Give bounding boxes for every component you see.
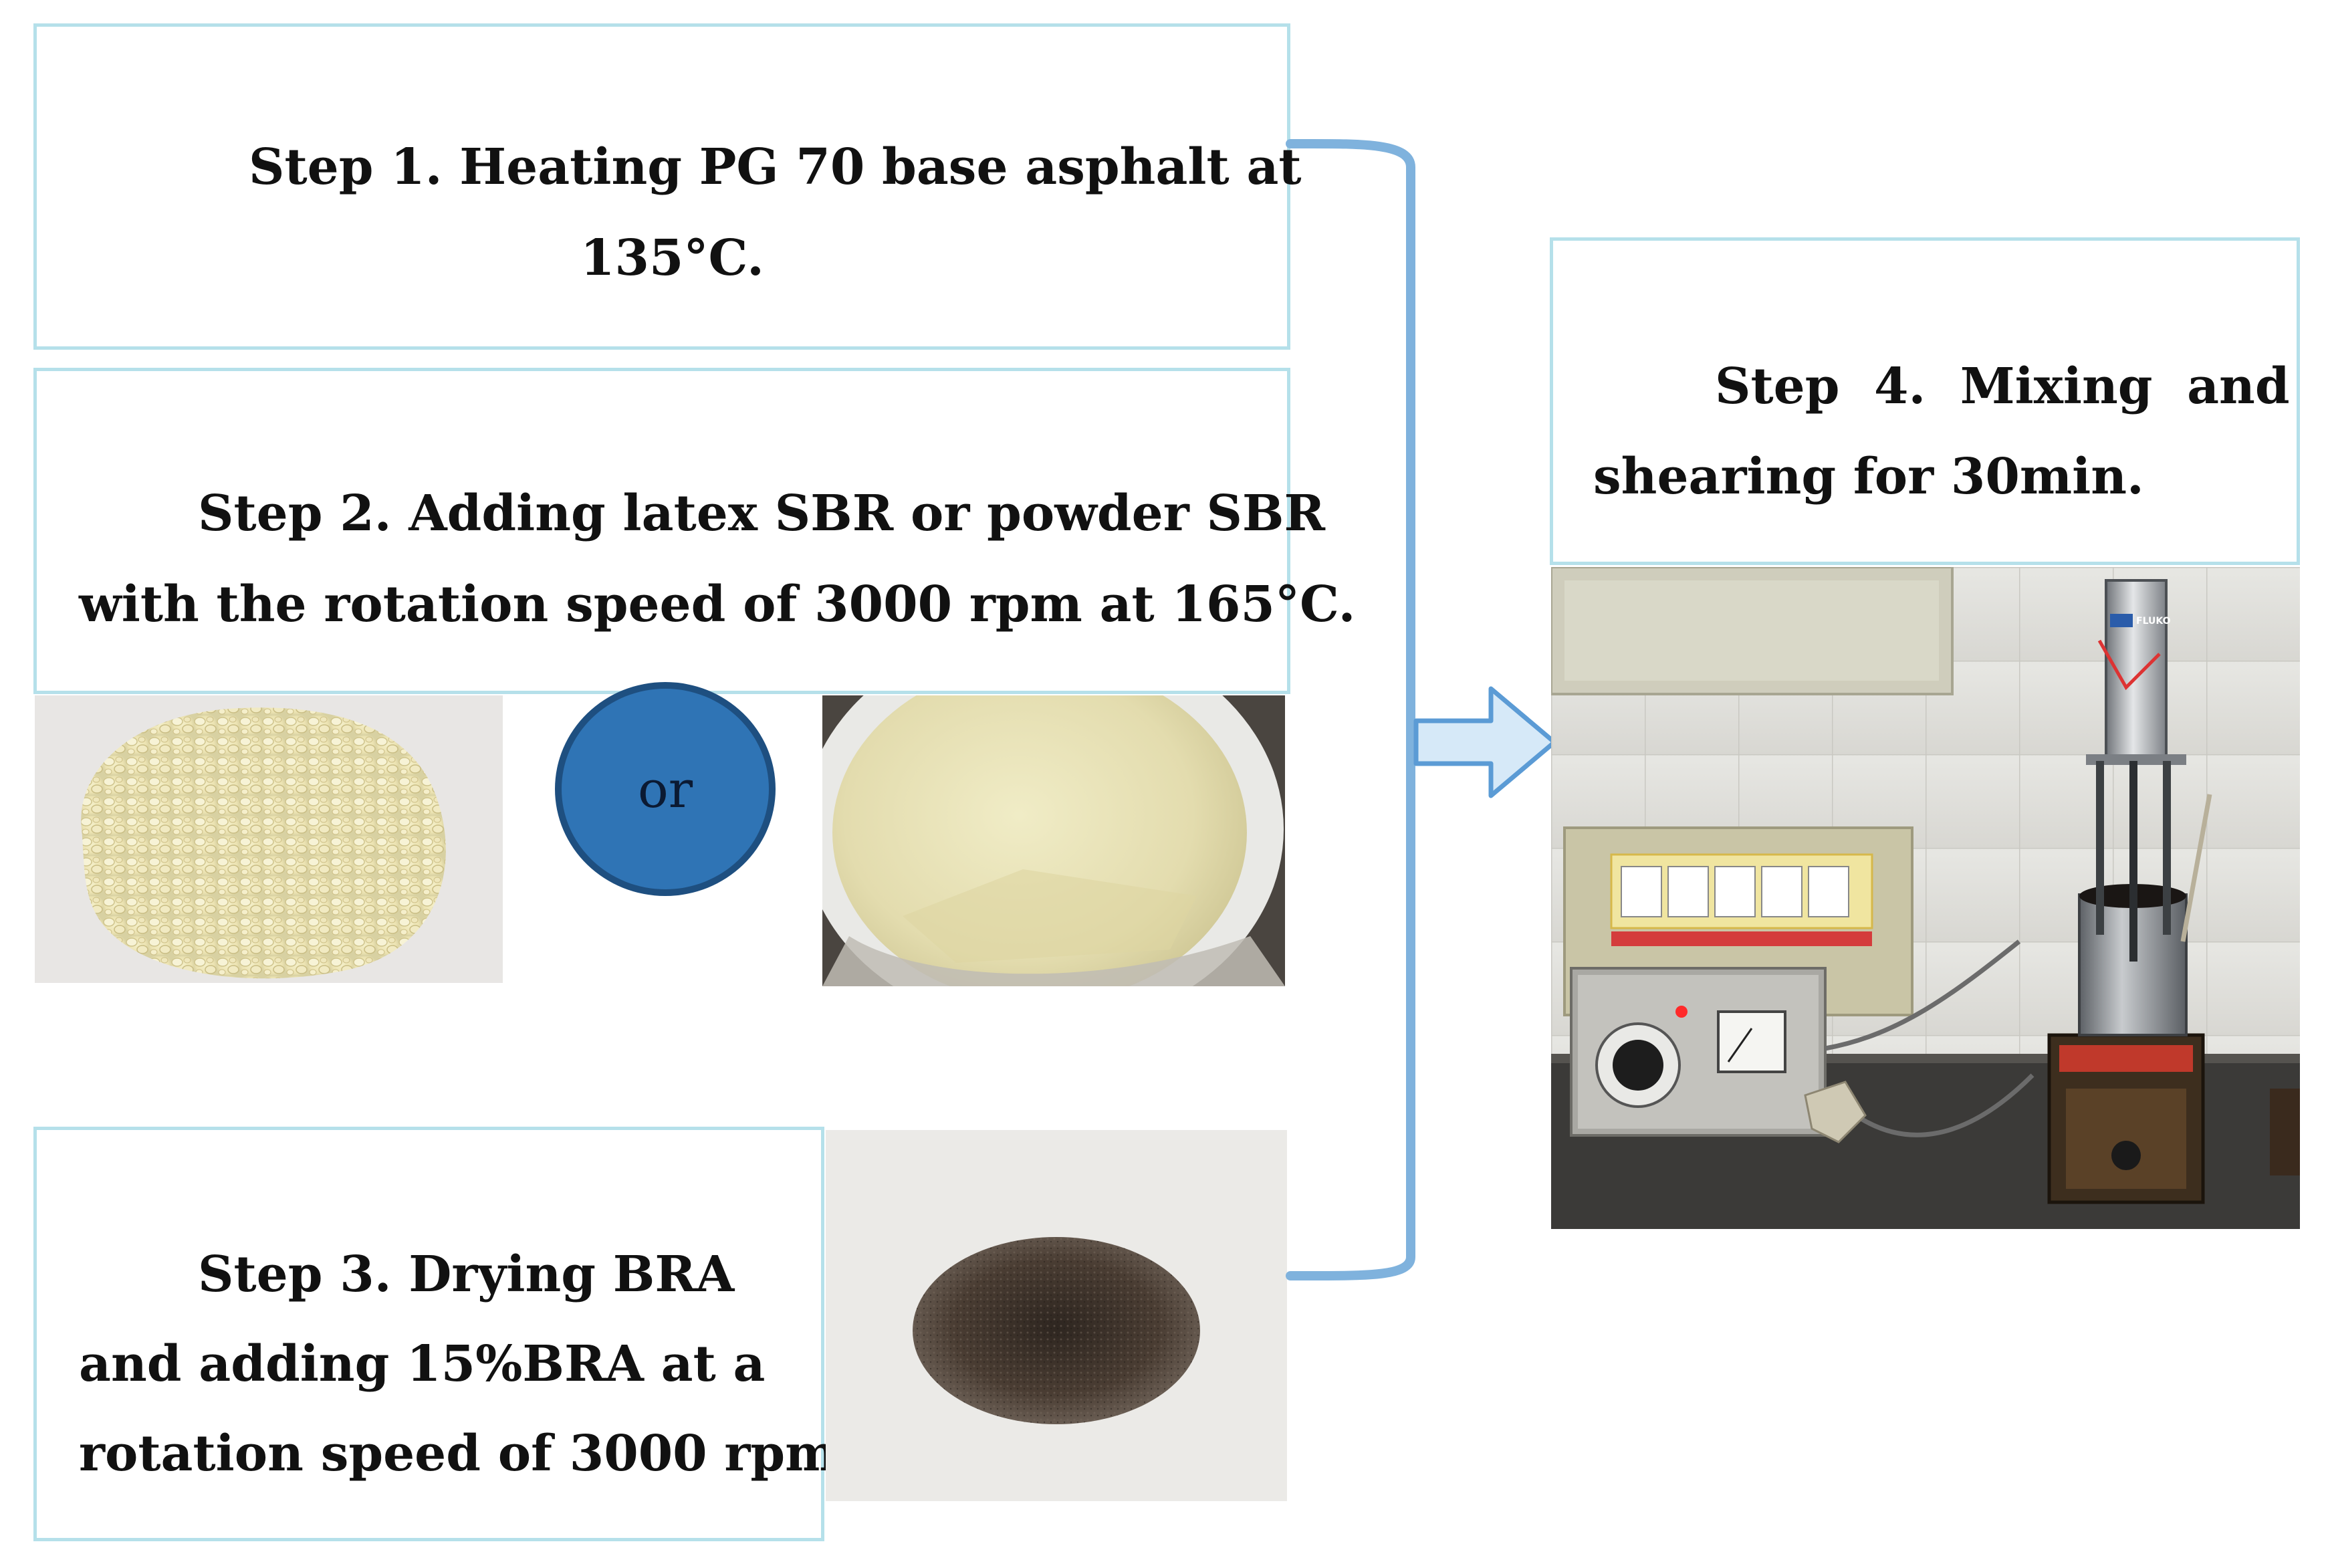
or-label: or	[637, 759, 693, 819]
step3-line2: and adding 15%BRA at a	[79, 1335, 766, 1393]
step3-line1: Step 3. Drying BRA	[198, 1246, 735, 1303]
latex-sbr-photo	[822, 695, 1285, 986]
right-arrow-icon	[1413, 686, 1557, 798]
step3-box	[33, 1127, 824, 1541]
step4-line2: shearing for 30min.	[1593, 448, 2144, 506]
step4-line1: Step 4. Mixing and	[1715, 358, 2290, 415]
shearing-equipment-photo: FLUKO	[1551, 567, 2300, 1229]
step4-box	[1550, 237, 2300, 565]
step1-line1: Step 1. Heating PG 70 base asphalt at	[249, 138, 1302, 196]
step1-line2: 135°C.	[580, 229, 764, 287]
or-connector: or	[555, 682, 776, 896]
step2-line1: Step 2. Adding latex SBR or powder SBR	[198, 485, 1325, 542]
step2-box	[33, 368, 1290, 694]
mixer-brand-label: FLUKO	[2136, 616, 2171, 627]
powder-sbr-photo	[35, 695, 503, 983]
step2-line2: with the rotation speed of 3000 rpm at 1…	[79, 576, 1356, 633]
bracket-connector	[1286, 138, 1415, 1281]
step1-box	[33, 23, 1290, 350]
step3-line3: rotation speed of 3000 rpm.	[79, 1425, 855, 1482]
bra-powder-photo	[826, 1130, 1287, 1501]
